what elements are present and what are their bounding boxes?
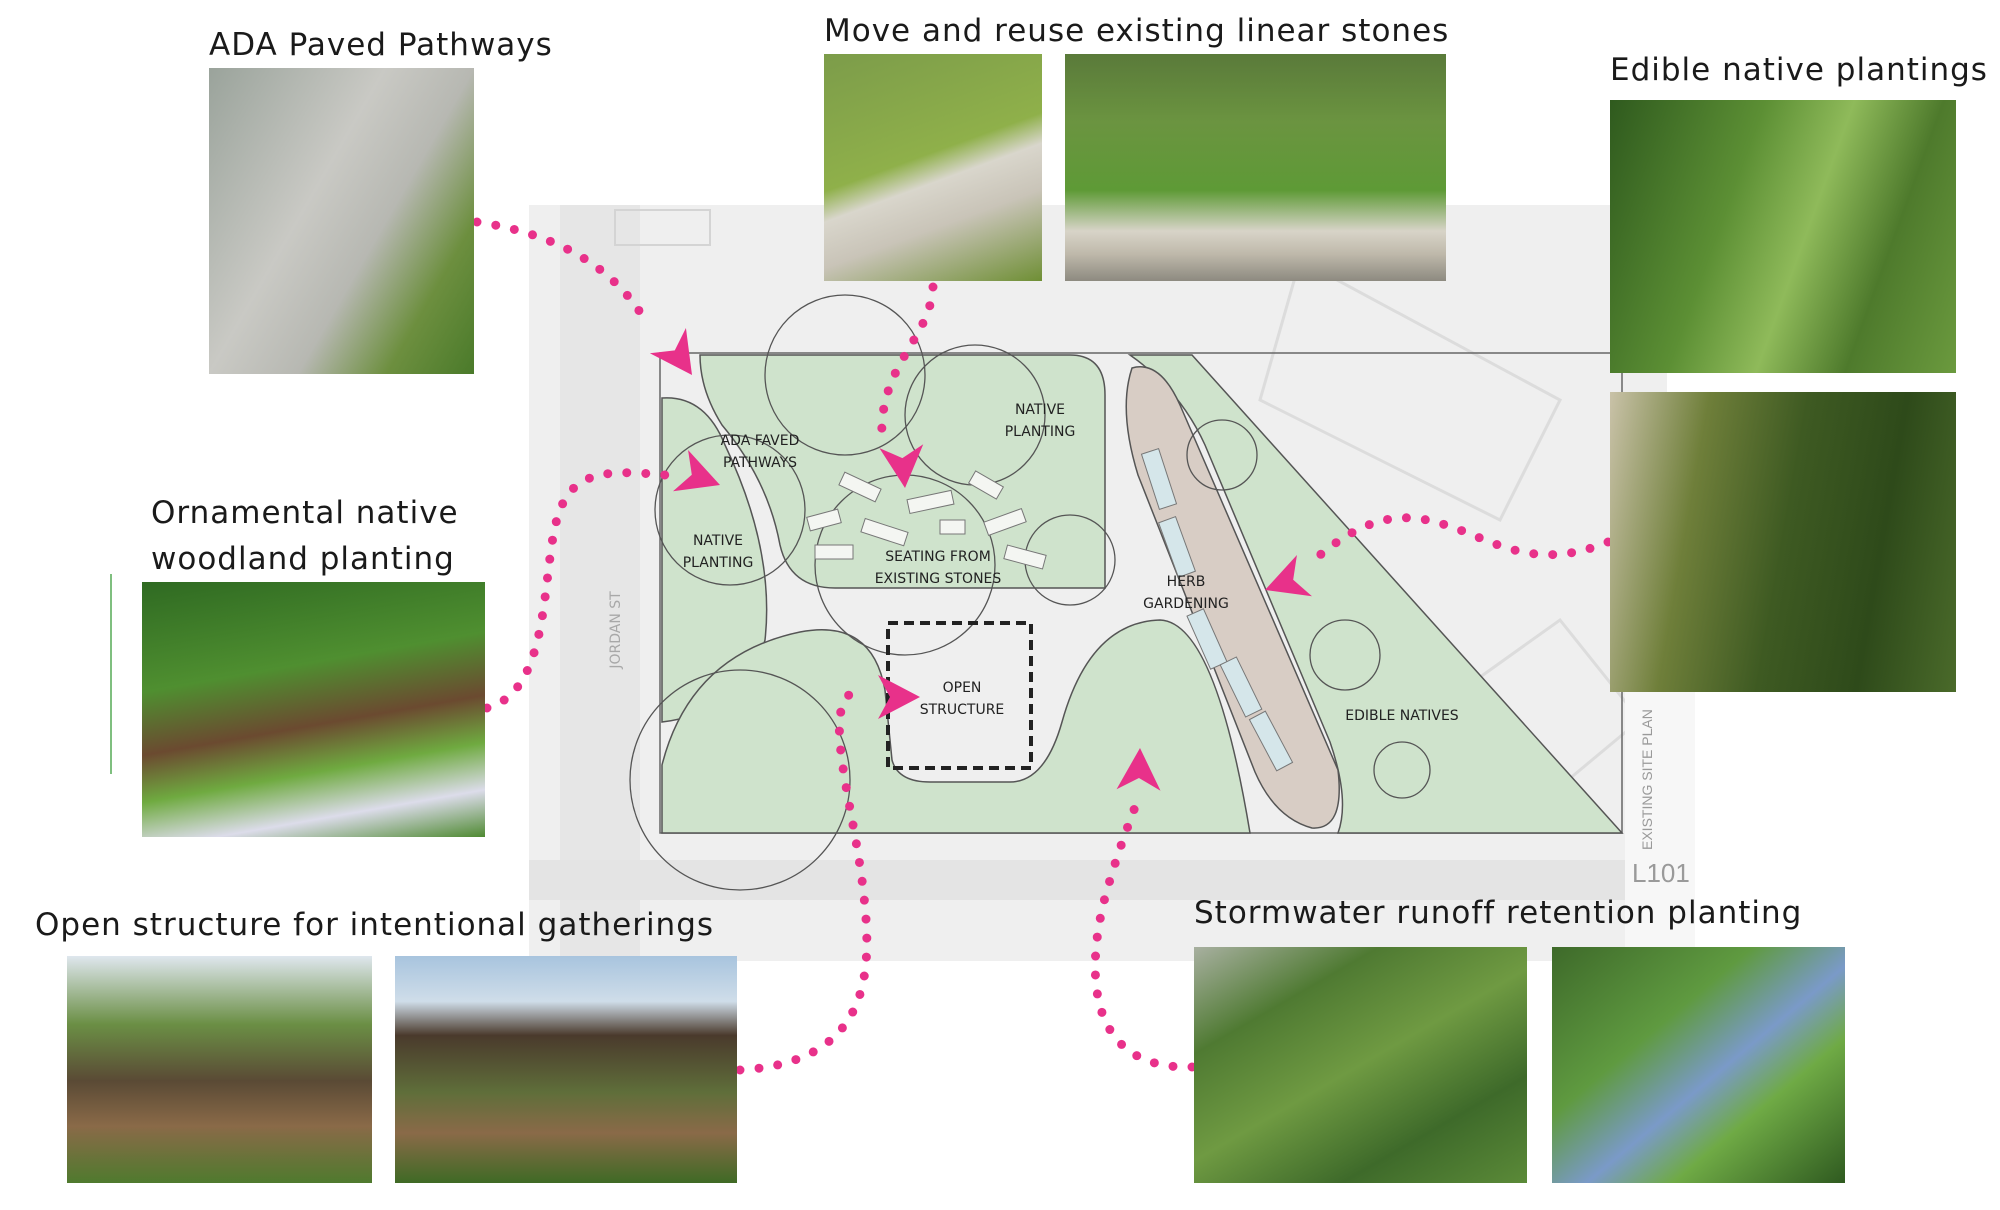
label-native2-1: NATIVE bbox=[693, 533, 743, 549]
divider-line bbox=[110, 574, 112, 774]
arrow-ada-icon bbox=[649, 327, 692, 375]
callout-stormwater-title: Stormwater runoff retention planting bbox=[1194, 895, 1803, 931]
callout-ornamental-title-2: woodland planting bbox=[151, 541, 455, 577]
callout-edible-title: Edible native plantings bbox=[1610, 52, 1988, 88]
label-street: JORDAN ST bbox=[608, 591, 624, 670]
photo-edible-1 bbox=[1610, 100, 1956, 373]
label-seating-2: EXISTING STONES bbox=[875, 571, 1002, 587]
road-band bbox=[529, 860, 1667, 900]
photo-stormwater-1 bbox=[1194, 947, 1527, 1183]
open-structure-outline bbox=[886, 621, 1033, 770]
herb-beds bbox=[1140, 448, 1294, 772]
arrow-ornamental-icon bbox=[673, 449, 720, 492]
photo-structure-1 bbox=[67, 956, 372, 1183]
photo-ada-pathway bbox=[209, 68, 474, 374]
photo-edible-2 bbox=[1610, 392, 1956, 692]
arrowheads bbox=[649, 327, 1312, 791]
callout-stones-title: Move and reuse existing linear stones bbox=[824, 13, 1450, 49]
connector-ada bbox=[472, 217, 653, 330]
label-native2-2: PLANTING bbox=[683, 555, 754, 571]
zone-herb bbox=[1125, 366, 1340, 829]
connector-ornamental bbox=[482, 468, 670, 713]
label-ada-1: ADA FAVED bbox=[721, 433, 800, 449]
label-ada-2: PATHWAYS bbox=[723, 455, 797, 471]
callout-ada-title: ADA Paved Pathways bbox=[209, 27, 553, 63]
label-native1-2: PLANTING bbox=[1005, 424, 1076, 440]
street-band bbox=[560, 205, 640, 961]
arrow-stormwater-icon bbox=[1116, 748, 1161, 791]
photo-linear-stones-1 bbox=[824, 54, 1042, 281]
connector-structure bbox=[735, 685, 872, 1075]
label-structure-2: STRUCTURE bbox=[920, 702, 1005, 718]
callout-structure-title: Open structure for intentional gathering… bbox=[35, 907, 715, 943]
label-seating-1: SEATING FROM bbox=[885, 549, 991, 565]
label-herb-2: GARDENING bbox=[1143, 596, 1229, 612]
label-edible: EDIBLE NATIVES bbox=[1345, 708, 1459, 724]
title-block bbox=[1625, 690, 1695, 960]
photo-linear-stones-2 bbox=[1065, 54, 1446, 281]
zone-bottom bbox=[661, 619, 1251, 834]
label-native1-1: NATIVE bbox=[1015, 402, 1065, 418]
arrow-edible-icon bbox=[1265, 554, 1312, 597]
seating-stones bbox=[806, 470, 1047, 570]
connector-stormwater bbox=[1090, 795, 1197, 1072]
sheet-number: L101 bbox=[1632, 858, 1690, 888]
photo-stormwater-2 bbox=[1552, 947, 1845, 1183]
title-block-title: EXISTING SITE PLAN bbox=[1639, 709, 1655, 850]
building-outline bbox=[614, 209, 711, 246]
photo-structure-2 bbox=[395, 956, 737, 1183]
connector-edible bbox=[1315, 513, 1613, 560]
callout-ornamental-title-1: Ornamental native bbox=[151, 495, 459, 531]
connector-stones bbox=[877, 282, 938, 445]
arrow-structure-icon bbox=[878, 675, 920, 719]
label-herb-1: HERB bbox=[1167, 574, 1206, 590]
label-structure-1: OPEN bbox=[943, 680, 982, 696]
photo-ornamental-woodland bbox=[142, 582, 485, 837]
arrow-stones-icon bbox=[879, 444, 924, 488]
